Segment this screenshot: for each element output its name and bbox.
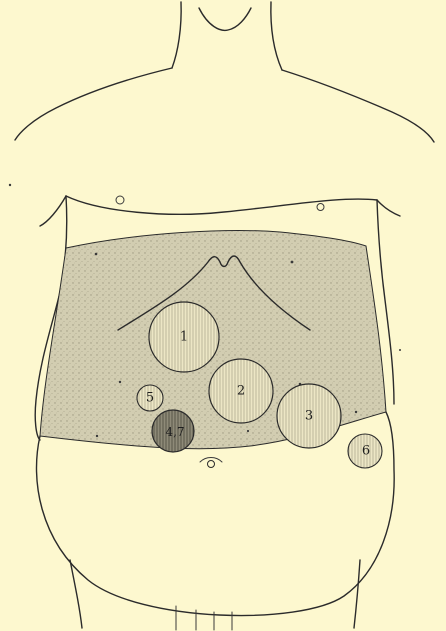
mass-3: 3 — [277, 384, 341, 448]
mass-2: 2 — [209, 359, 273, 423]
neck-left-line — [172, 2, 181, 68]
neck-right-line — [271, 2, 282, 70]
right-flank-line — [377, 200, 400, 216]
mass-4-7: 4,7 — [152, 410, 194, 452]
mass-4-7-label: 4,7 — [165, 425, 184, 439]
mass-6: 6 — [348, 434, 382, 468]
mass-2-label: 2 — [237, 384, 245, 399]
left-thigh-line — [70, 560, 82, 628]
umbilicus — [200, 458, 222, 468]
left-flank-line — [40, 196, 66, 226]
mass-5-label: 5 — [146, 391, 154, 406]
mass-1: 1 — [149, 302, 219, 372]
left-shoulder-line — [15, 68, 172, 140]
right-shoulder-line — [282, 70, 434, 142]
mass-3-label: 3 — [305, 409, 313, 424]
mass-5: 5 — [137, 385, 163, 411]
pubic-lines — [176, 606, 232, 630]
collarbone-notch — [199, 8, 251, 30]
chest-line — [66, 196, 377, 214]
mass-1-label: 1 — [180, 330, 188, 345]
left-nipple — [116, 196, 124, 204]
mass-6-label: 6 — [362, 444, 370, 459]
right-thigh-line — [354, 560, 360, 628]
right-nipple — [317, 204, 324, 211]
